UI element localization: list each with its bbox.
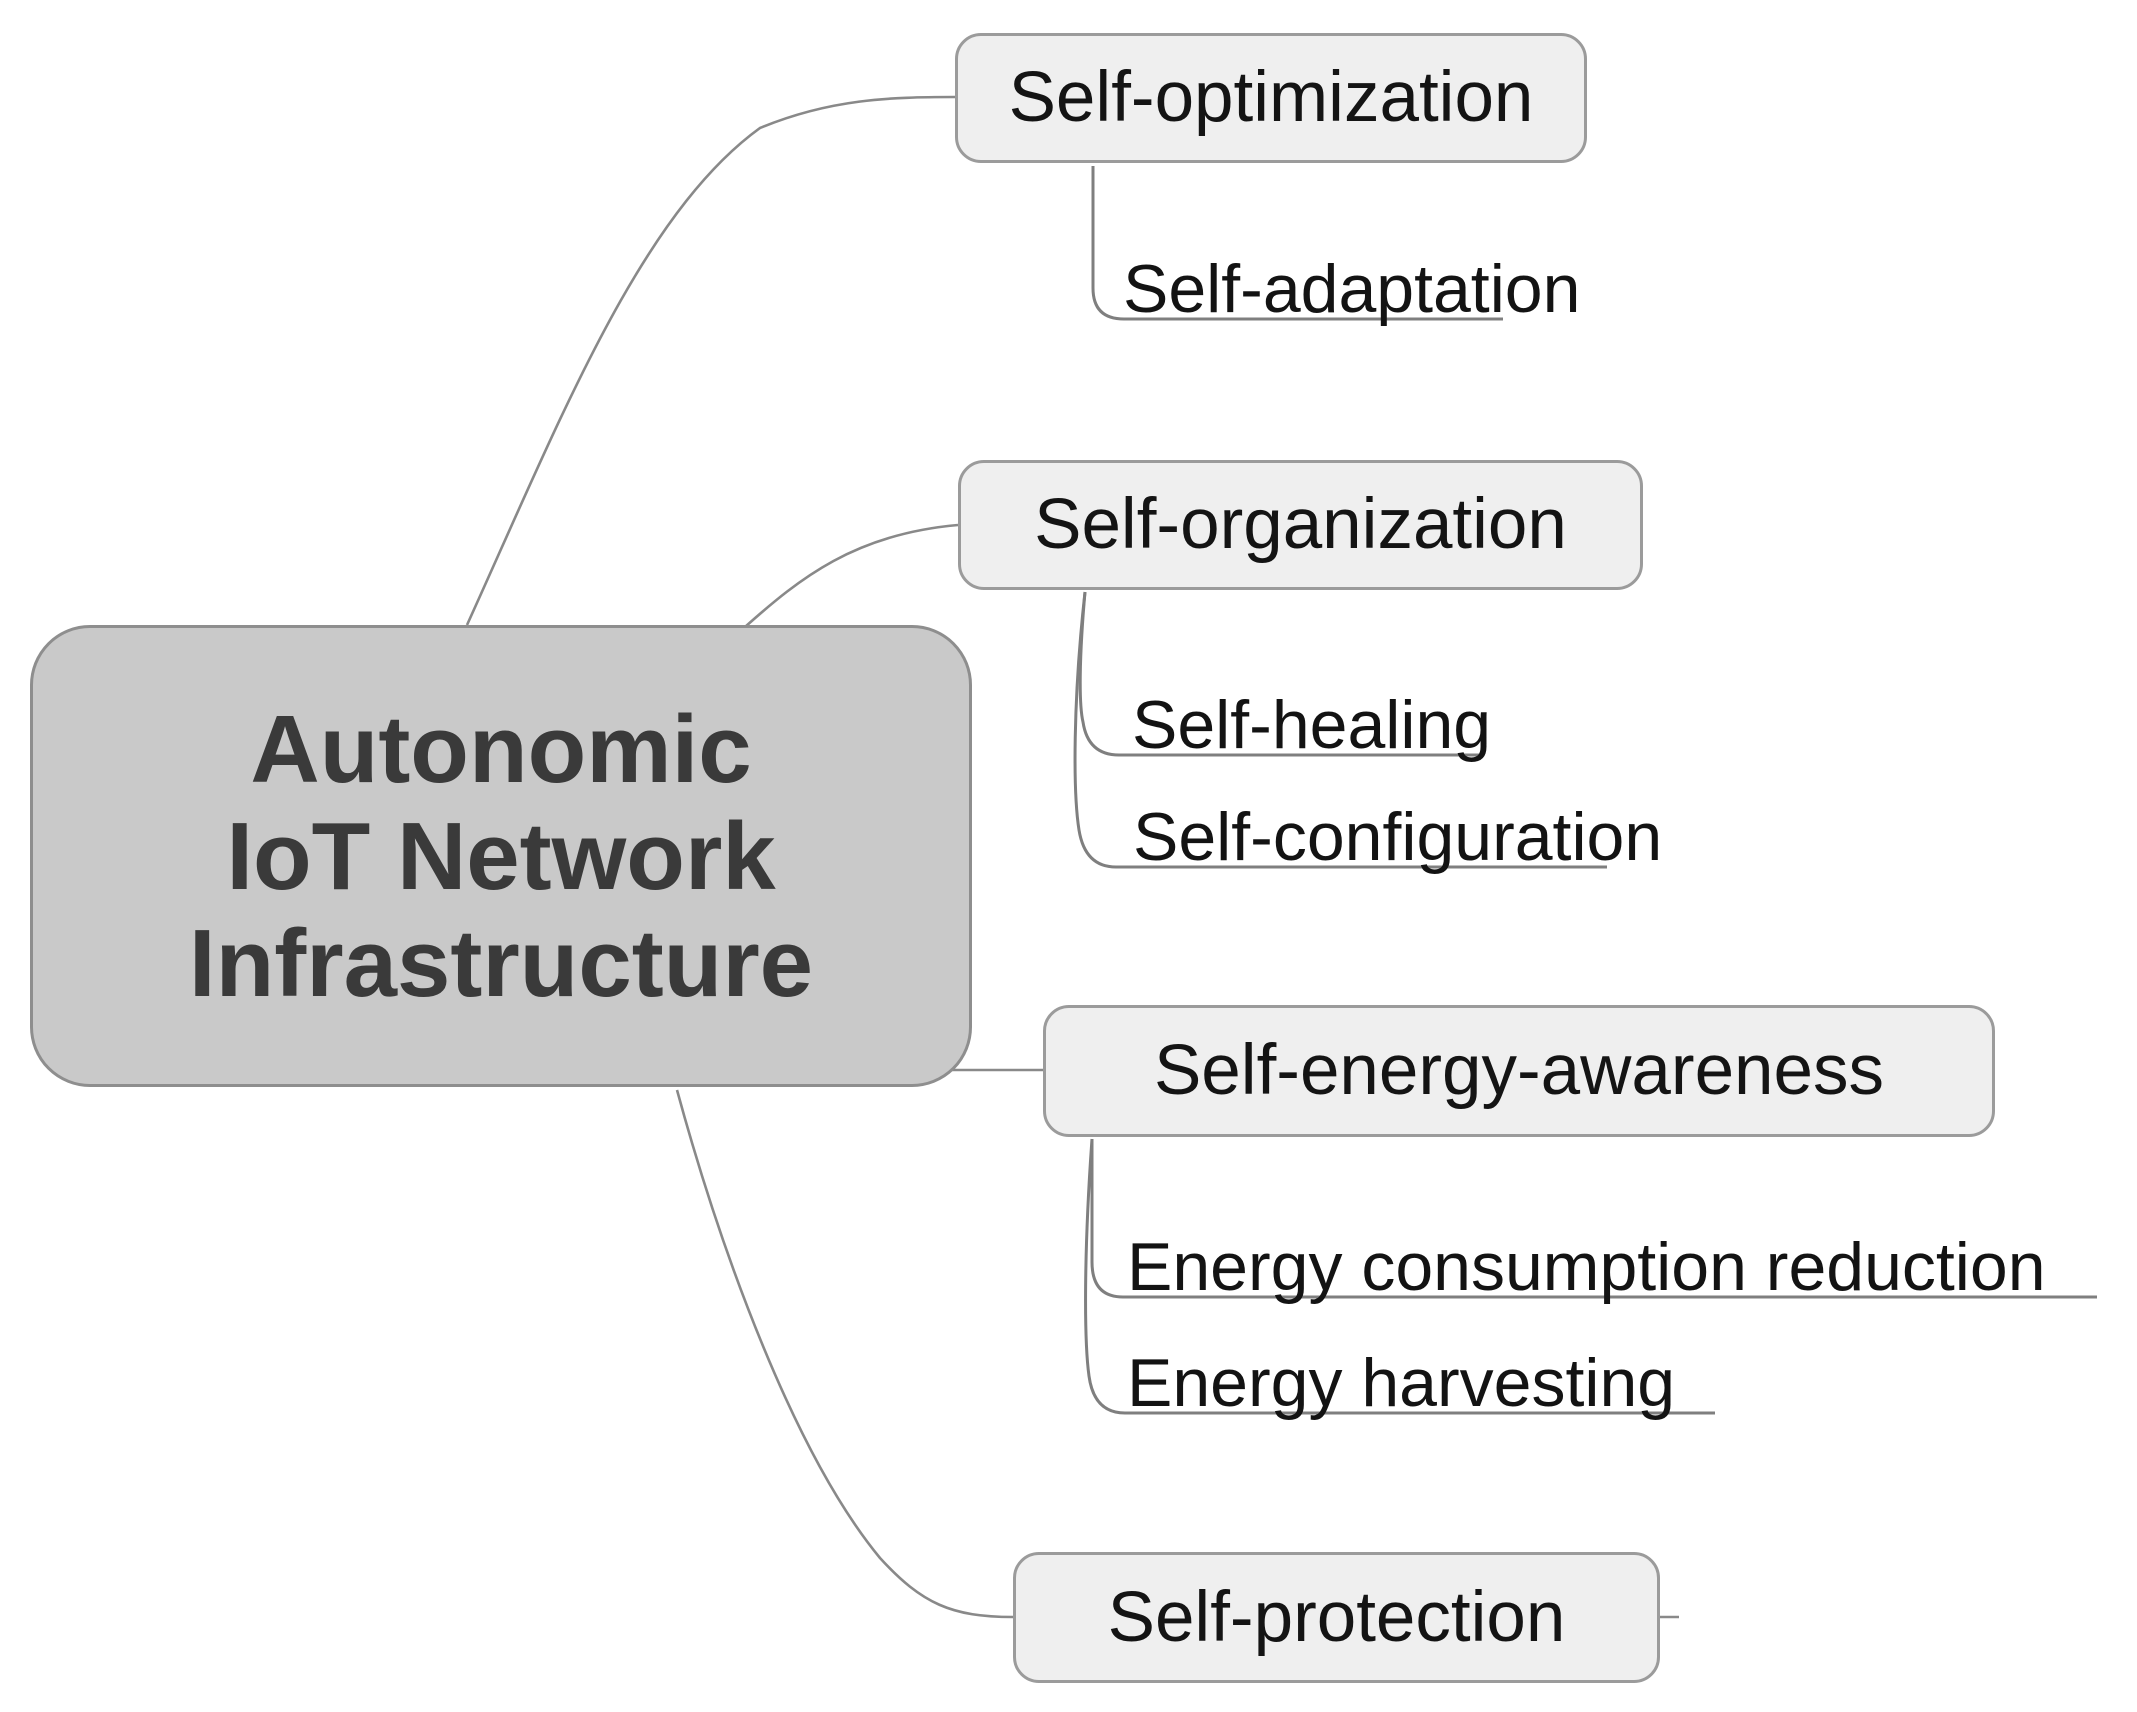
leaf-node-energy-harvesting: Energy harvesting bbox=[1127, 1348, 1675, 1418]
branch-label: Self-energy-awareness bbox=[1153, 1031, 1885, 1110]
branch-label: Self-optimization bbox=[1008, 58, 1534, 137]
connector-energy-consumption-reduction bbox=[1090, 1139, 2097, 1299]
branch-label: Self-organization bbox=[1034, 485, 1567, 564]
leaf-node-self-adaptation: Self-adaptation bbox=[1123, 254, 1580, 324]
branch-node-self-organization: Self-organization bbox=[958, 460, 1643, 590]
root-node-autonomic-iot-network-infrastructure: Autonomic IoT Network Infrastructure bbox=[30, 625, 972, 1087]
connector-self-protection bbox=[675, 1089, 1014, 1619]
leaf-node-self-healing: Self-healing bbox=[1132, 690, 1491, 760]
leaf-label: Energy consumption reduction bbox=[1127, 1229, 2046, 1305]
connector-self-optimization bbox=[465, 95, 956, 626]
connector-self-adaptation bbox=[1091, 166, 1503, 321]
connector-self-configuration bbox=[1073, 591, 1607, 869]
root-node-line: Autonomic bbox=[250, 695, 752, 803]
branch-node-self-protection: Self-protection bbox=[1013, 1552, 1660, 1683]
branch-node-self-energy-awareness: Self-energy-awareness bbox=[1043, 1005, 1995, 1137]
leaf-node-energy-consumption-reduction: Energy consumption reduction bbox=[1127, 1232, 2046, 1302]
connector-self-organization bbox=[744, 523, 959, 628]
root-node-line: Infrastructure bbox=[188, 909, 814, 1017]
leaf-label: Energy harvesting bbox=[1127, 1345, 1676, 1421]
branch-label: Self-protection bbox=[1107, 1577, 1566, 1657]
root-node-line: IoT Network bbox=[226, 802, 776, 910]
leaf-node-self-configuration: Self-configuration bbox=[1133, 802, 1662, 872]
leaf-label: Self-healing bbox=[1132, 687, 1492, 763]
leaf-label: Self-adaptation bbox=[1123, 251, 1581, 327]
connector-energy-harvesting bbox=[1084, 1138, 1715, 1415]
leaf-label: Self-configuration bbox=[1133, 799, 1663, 875]
branch-node-self-optimization: Self-optimization bbox=[955, 33, 1587, 163]
